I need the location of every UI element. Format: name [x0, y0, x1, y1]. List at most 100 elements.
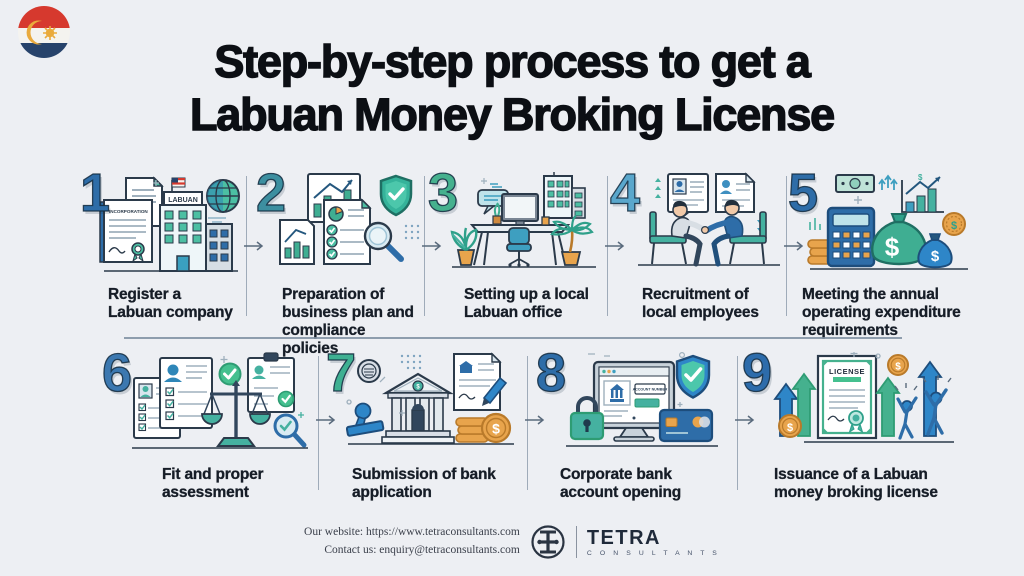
step-8-number: 8: [535, 343, 567, 403]
brand-separator: [575, 526, 577, 558]
ribbon-rosette-icon: [848, 410, 864, 434]
svg-text:INCORPORATION: INCORPORATION: [109, 209, 148, 214]
divider-7-8: [527, 356, 528, 490]
mini-bars-decor: [809, 218, 821, 230]
step-6-caption: Fit and proper assessment: [162, 466, 264, 501]
bank-glyph-icon: [459, 361, 473, 373]
approved-check-icon: [218, 362, 242, 386]
stamp-icon: [346, 402, 385, 437]
compliance-checklist-icon: [323, 198, 372, 265]
celebrating-person-icon: [924, 388, 948, 436]
office-chair-icon: [506, 227, 532, 267]
labuan-office-illustration: [450, 172, 596, 268]
flow-arrow-icon: [244, 241, 264, 251]
labuan-building-icon: LABUAN: [159, 177, 233, 272]
step-3: 3: [427, 165, 604, 322]
office-building-icon: [543, 172, 586, 219]
footer-website: Our website: https://www.tetraconsultant…: [304, 526, 520, 539]
step-2-number: 2: [255, 163, 287, 223]
calculator-icon: [826, 206, 876, 268]
row-separator: [124, 337, 902, 339]
divider-8-9: [737, 356, 738, 490]
money-bag-icon: $: [871, 213, 927, 266]
bank-building-icon: $: [381, 372, 455, 444]
title-line-1: Step-by-step process to get a: [214, 35, 812, 87]
step-7: 7 $: [325, 345, 520, 502]
register-labuan-company-illustration: INCORPORATION: [99, 176, 240, 272]
step-6: 6: [101, 345, 312, 502]
handshake-icon: [700, 225, 709, 234]
balance-scale-icon: [201, 380, 271, 447]
svg-text:$: $: [918, 173, 923, 182]
banknote-icon: [835, 174, 875, 193]
step-6-number: 6: [101, 343, 133, 403]
rosette-icon: [131, 242, 145, 263]
step-5: 5 $: [787, 165, 974, 340]
palm-plant-icon: [550, 215, 594, 266]
globe-icon: [206, 179, 240, 223]
dot-grid: [400, 354, 422, 370]
bank-card-tile-icon: [603, 380, 631, 406]
candidate-checklist-front-icon: [159, 357, 213, 429]
step-4: 4: [609, 165, 782, 322]
plant-icon: [450, 227, 478, 266]
footer-contact: Contact us: enquiry@tetraconsultants.com: [324, 544, 520, 556]
brand-subtitle: C O N S U L T A N T S: [586, 549, 720, 557]
operating-expenditure-illustration: $ $ $: [807, 173, 968, 270]
shield-check-icon: [675, 354, 711, 399]
step-1-number: 1: [79, 163, 111, 223]
labuan-flag-icon: [18, 6, 70, 58]
license-issuance-illustration: $ LICENSE $: [773, 352, 954, 443]
dollar-coin-icon: $: [778, 414, 802, 438]
step-1-caption: Register a Labuan company: [108, 286, 233, 321]
step-3-caption: Setting up a local Labuan office: [464, 286, 589, 321]
round-seal-icon: [357, 359, 381, 383]
step-1: 1 INCORPORATION: [79, 165, 246, 322]
flow-arrow-icon: [605, 241, 625, 251]
flow-arrow-icon: [316, 415, 336, 425]
padlock-icon: [569, 396, 605, 441]
flow-arrow-icon: [735, 415, 755, 425]
rise-arrows-decor: [878, 174, 898, 190]
brand-name: TETRA: [586, 526, 662, 549]
corporate-bank-account-illustration: ACCOUNT NUMBER: [566, 352, 718, 447]
flow-arrow-icon: [784, 241, 804, 251]
step-8-caption: Corporate bank account opening: [560, 466, 682, 501]
flow-arrow-icon: [525, 415, 545, 425]
title-line-2: Labuan Money Broking License: [189, 88, 836, 140]
license-certificate-icon: LICENSE: [816, 354, 878, 440]
step-5-number: 5: [787, 163, 819, 223]
footer: Our website: https://www.tetraconsultant…: [0, 524, 1024, 560]
tetra-logo-icon: [531, 525, 565, 559]
step-3-number: 3: [427, 163, 459, 223]
svg-text:$: $: [895, 362, 901, 373]
magnifier-icon: [363, 221, 404, 262]
svg-text:LICENSE: LICENSE: [829, 367, 865, 376]
step-4-caption: Recruitment of local employees: [642, 286, 759, 321]
step-5-caption: Meeting the annual operating expenditure…: [802, 286, 961, 339]
step-9: 9 $ LICENSE: [741, 345, 962, 502]
celebrating-person-icon: [896, 396, 918, 440]
dollar-coin-icon: $: [480, 412, 512, 444]
resume-document-icon: [715, 172, 756, 213]
step-2-caption: Preparation of business plan and complia…: [282, 286, 414, 357]
chair-right-icon: [729, 211, 767, 265]
step-9-caption: Issuance of a Labuan money broking licen…: [774, 466, 938, 501]
application-document-icon: [453, 352, 508, 411]
person-left-icon: [670, 200, 707, 267]
shield-check-icon: [379, 174, 413, 217]
growth-chart-icon: $: [901, 173, 944, 213]
excitement-marks: [894, 375, 952, 391]
growth-arrow-icon: [875, 376, 901, 437]
svg-text:LABUAN: LABUAN: [168, 197, 198, 204]
flow-arrow-icon: [422, 241, 442, 251]
chair-left-icon: [649, 211, 687, 265]
dot-grid: [404, 224, 420, 240]
svg-text:$: $: [885, 232, 900, 262]
fit-proper-assessment-illustration: [132, 352, 308, 449]
pen-icon: [482, 376, 508, 406]
business-plan-compliance-illustration: [279, 173, 420, 265]
svg-text:$: $: [416, 385, 420, 391]
malaysia-flag-icon: [171, 177, 186, 188]
dollar-coin-icon: $: [942, 212, 966, 236]
